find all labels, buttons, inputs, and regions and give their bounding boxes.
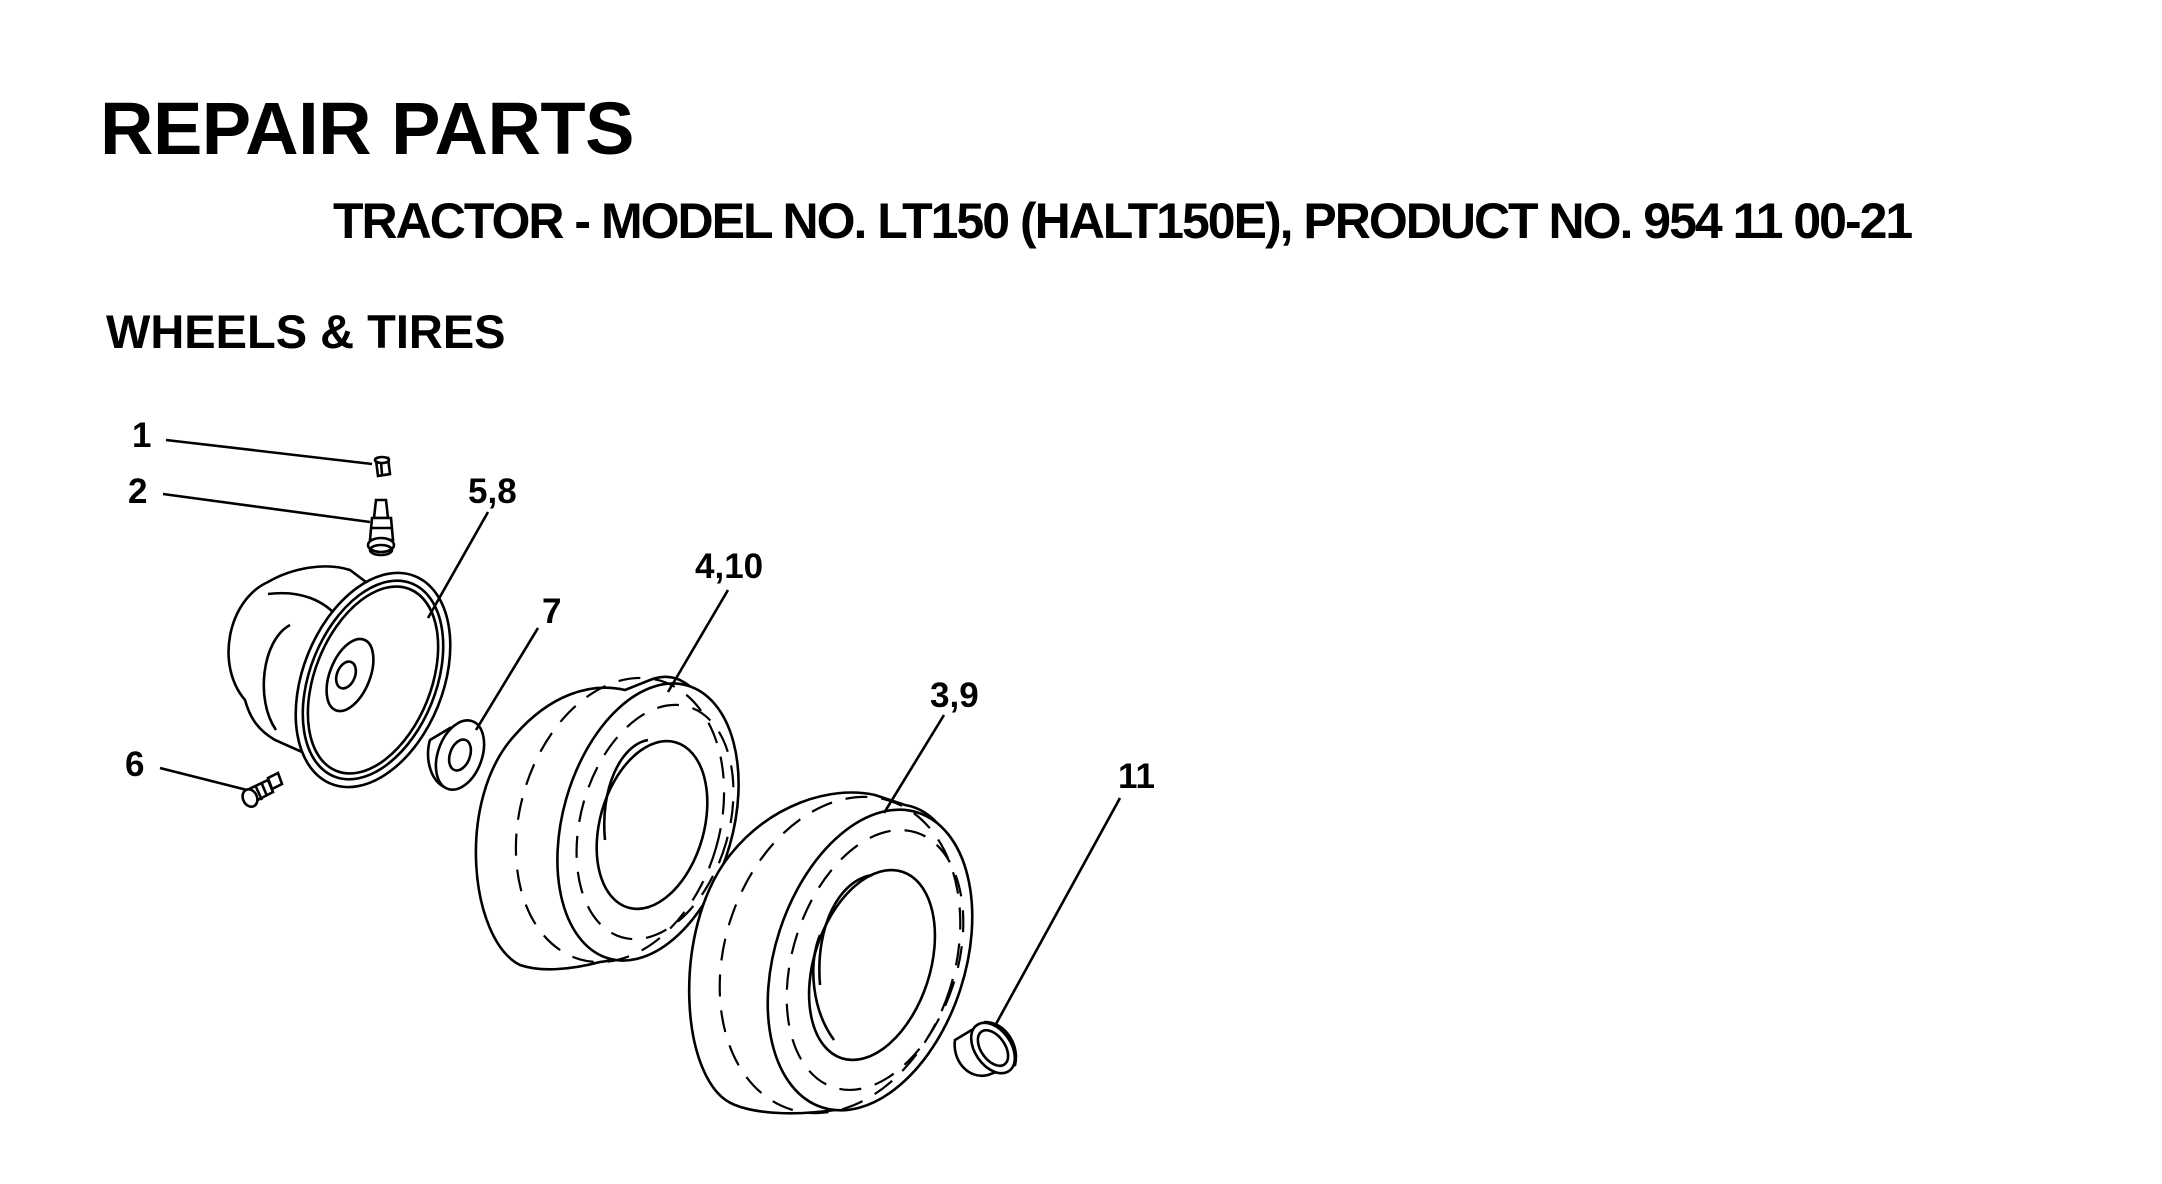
leader-line-7 (474, 627, 540, 731)
callout-1: 1 (132, 416, 151, 455)
spacer (953, 1020, 1018, 1078)
rear-tire (687, 791, 974, 1115)
leader-line-3-9 (882, 714, 946, 814)
front-tire (474, 675, 740, 971)
callout-7: 7 (542, 592, 561, 631)
valve-stem (366, 498, 396, 557)
section-title: WHEELS & TIRES (106, 305, 506, 358)
leader-line-11 (994, 797, 1122, 1025)
bushing (426, 719, 486, 791)
callout-5-8: 5,8 (468, 472, 517, 511)
callout-3-9: 3,9 (930, 676, 979, 715)
grease-fitting (241, 771, 284, 808)
leader-line-2 (162, 492, 371, 524)
callout-4-10: 4,10 (695, 547, 763, 586)
page-title: REPAIR PARTS (100, 87, 634, 170)
callout-6: 6 (125, 745, 144, 784)
wheel-rim (227, 565, 452, 789)
leader-line-6 (159, 766, 248, 792)
valve-cap (373, 455, 392, 478)
leader-lines (159, 438, 1122, 1025)
leader-line-5-8 (426, 511, 490, 619)
leader-line-4-10 (666, 589, 730, 693)
leader-line-1 (165, 438, 373, 466)
callout-2: 2 (128, 472, 147, 511)
callout-11: 11 (1118, 757, 1155, 796)
page-subtitle: TRACTOR - MODEL NO. LT150 (HALT150E), PR… (333, 193, 1913, 249)
